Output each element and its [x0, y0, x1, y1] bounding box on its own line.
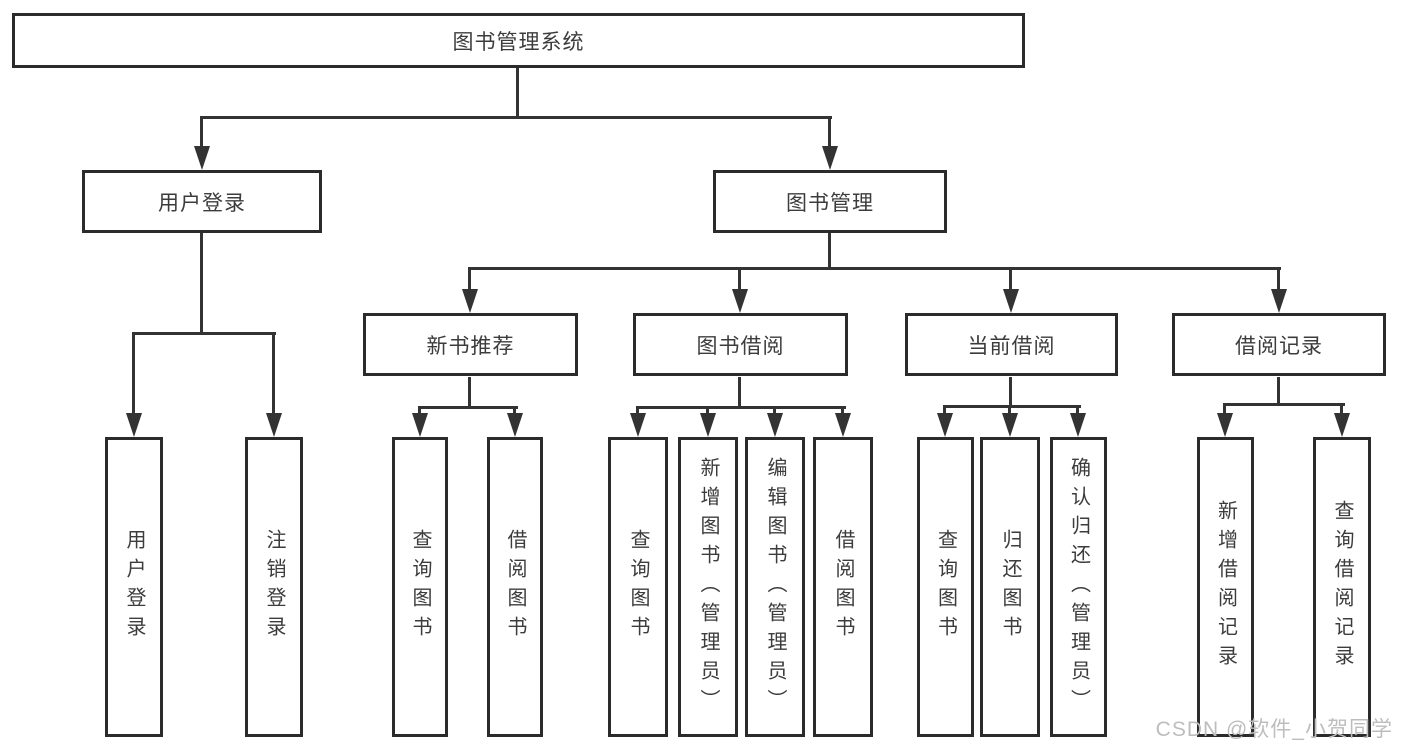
edge-line — [841, 406, 844, 416]
leaf-bb-borrow-books-label: 借阅图书 — [832, 529, 854, 645]
node-root: 图书管理系统 — [12, 13, 1025, 68]
leaf-br-query-record: 查询借阅记录 — [1313, 437, 1371, 737]
node-borrow-records-label: 借阅记录 — [1235, 334, 1323, 358]
edge-line — [134, 332, 276, 335]
edge-line — [516, 68, 519, 118]
edge-line — [828, 233, 831, 270]
edge-line — [200, 116, 203, 150]
arrowhead-down-icon — [1002, 413, 1018, 437]
arrowhead-down-icon — [937, 413, 953, 437]
arrowhead-down-icon — [1334, 413, 1350, 437]
arrowhead-down-icon — [126, 413, 142, 437]
leaf-user-login-label: 用户登录 — [123, 529, 145, 645]
leaf-br-query-record-label: 查询借阅记录 — [1331, 500, 1353, 674]
arrowhead-down-icon — [194, 146, 210, 170]
node-new-book-recommend-label: 新书推荐 — [426, 334, 515, 358]
edge-line — [638, 406, 846, 409]
node-borrow-records: 借阅记录 — [1172, 313, 1386, 376]
arrowhead-down-icon — [767, 413, 783, 437]
edge-line — [943, 405, 946, 416]
edge-line — [1009, 267, 1012, 293]
edge-line — [513, 406, 516, 416]
leaf-cb-confirm-return-admin: 确认归还（管理员） — [1050, 437, 1107, 737]
edge-line — [828, 116, 831, 150]
edge-line — [132, 332, 135, 416]
edge-line — [1008, 405, 1011, 416]
edge-line — [945, 405, 1081, 408]
arrowhead-down-icon — [1003, 289, 1019, 313]
node-book-borrow-label: 图书借阅 — [696, 334, 785, 358]
leaf-cb-return-books-label: 归还图书 — [999, 529, 1021, 645]
arrowhead-down-icon — [1217, 413, 1233, 437]
arrowhead-down-icon — [630, 413, 646, 437]
edge-line — [1277, 267, 1280, 293]
edge-line — [706, 406, 709, 416]
leaf-user-login: 用户登录 — [105, 437, 163, 737]
edge-line — [1009, 377, 1012, 408]
edge-line — [468, 267, 471, 293]
leaf-cb-confirm-return-admin-label: 确认归还（管理员） — [1067, 456, 1090, 718]
edge-line — [636, 406, 639, 416]
csdn-watermark: CSDN @软件_小贺同学 — [1155, 718, 1393, 741]
leaf-logout: 注销登录 — [245, 437, 303, 737]
edge-line — [272, 332, 275, 416]
leaf-bb-add-books-admin-label: 新增图书（管理员） — [697, 456, 719, 718]
node-book-borrow: 图书借阅 — [633, 313, 848, 376]
node-new-book-recommend: 新书推荐 — [363, 313, 578, 376]
leaf-nbr-query-books: 查询图书 — [392, 437, 448, 737]
leaf-bb-edit-books-admin-label: 编辑图书（管理员） — [764, 456, 786, 718]
edge-line — [200, 233, 203, 335]
leaf-br-add-record: 新增借阅记录 — [1197, 437, 1254, 737]
node-current-borrow: 当前借阅 — [905, 313, 1118, 376]
edge-line — [1277, 377, 1280, 406]
edge-line — [418, 406, 421, 416]
arrowhead-down-icon — [462, 289, 478, 313]
node-user-login-label: 用户登录 — [158, 191, 246, 215]
node-root-label: 图书管理系统 — [452, 30, 585, 54]
arrowhead-down-icon — [835, 413, 851, 437]
leaf-nbr-borrow-books: 借阅图书 — [487, 437, 543, 737]
edge-line — [1340, 403, 1343, 416]
node-current-borrow-label: 当前借阅 — [967, 334, 1056, 358]
leaf-cb-return-books: 归还图书 — [980, 437, 1040, 737]
edge-line — [1076, 405, 1079, 416]
leaf-cb-query-books: 查询图书 — [917, 437, 974, 737]
arrowhead-down-icon — [1271, 289, 1287, 313]
leaf-bb-edit-books-admin: 编辑图书（管理员） — [745, 437, 805, 737]
leaf-nbr-query-books-label: 查询图书 — [409, 529, 431, 645]
leaf-bb-add-books-admin: 新增图书（管理员） — [678, 437, 738, 737]
edge-line — [468, 377, 471, 409]
leaf-bb-query-books: 查询图书 — [608, 437, 668, 737]
edge-line — [420, 406, 518, 409]
edge-line — [1223, 403, 1226, 416]
edge-line — [200, 116, 832, 119]
node-book-management-label: 图书管理 — [786, 191, 874, 215]
arrowhead-down-icon — [412, 413, 428, 437]
edge-line — [738, 377, 741, 409]
arrowhead-down-icon — [700, 413, 716, 437]
arrowhead-down-icon — [732, 289, 748, 313]
edge-line — [738, 267, 741, 293]
leaf-cb-query-books-label: 查询图书 — [934, 529, 957, 645]
edge-line — [1225, 403, 1345, 406]
arrowhead-down-icon — [266, 413, 282, 437]
leaf-nbr-borrow-books-label: 借阅图书 — [504, 529, 526, 645]
arrowhead-down-icon — [507, 413, 523, 437]
node-book-management: 图书管理 — [713, 170, 947, 233]
leaf-bb-query-books-label: 查询图书 — [627, 529, 649, 645]
leaf-br-add-record-label: 新增借阅记录 — [1214, 500, 1237, 674]
leaf-logout-label: 注销登录 — [263, 529, 285, 645]
edge-line — [470, 267, 1281, 270]
arrowhead-down-icon — [822, 146, 838, 170]
edge-line — [773, 406, 776, 416]
node-user-login: 用户登录 — [82, 170, 322, 233]
arrowhead-down-icon — [1070, 413, 1086, 437]
leaf-bb-borrow-books: 借阅图书 — [813, 437, 873, 737]
